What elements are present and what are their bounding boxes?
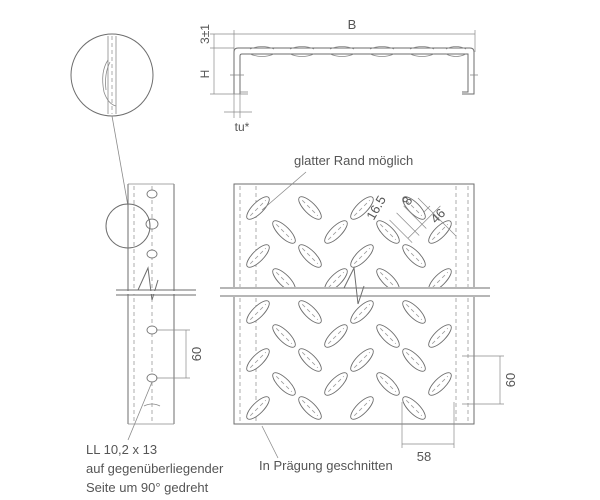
- emboss-stud-centerline: [327, 375, 345, 393]
- emboss-stud-centerline: [327, 271, 345, 289]
- hole-note-line-2: auf gegenüberliegender: [86, 461, 224, 476]
- plate-plan-view: glatter Rand möglich 16.5 8 46 60 58 In …: [220, 153, 518, 473]
- plate-vertical-pitch-label: 60: [503, 373, 518, 387]
- emboss-stud-centerline: [275, 375, 293, 393]
- emboss-stud-centerline: [249, 247, 267, 265]
- emboss-stud-centerline: [353, 303, 371, 321]
- emboss-stud-centerline: [353, 351, 371, 369]
- emboss-stud-centerline: [301, 247, 319, 265]
- emboss-stud-centerline: [405, 351, 423, 369]
- emboss-stud-centerline: [405, 303, 423, 321]
- hole-note: LL 10,2 x 13 auf gegenüberliegender Seit…: [86, 442, 224, 495]
- emboss-stud-centerline: [379, 223, 397, 241]
- side-pitch-label: 60: [189, 347, 204, 361]
- emboss-stud-centerline: [431, 223, 449, 241]
- stud-dimension-group: [389, 205, 441, 243]
- emboss-stud-centerline: [431, 327, 449, 345]
- emboss-stud-centerline: [379, 271, 397, 289]
- profile-cross-section: B 3±1 H tu*: [198, 17, 478, 134]
- tolerance-label: 3±1: [198, 24, 212, 44]
- emboss-stud-centerline: [301, 303, 319, 321]
- emboss-stud-centerline: [301, 399, 319, 417]
- stud-pattern: [246, 196, 452, 420]
- emboss-stud-centerline: [327, 327, 345, 345]
- emboss-stud-centerline: [379, 327, 397, 345]
- emboss-stud-centerline: [249, 199, 267, 217]
- emboss-stud-centerline: [431, 271, 449, 289]
- emboss-stud-centerline: [249, 303, 267, 321]
- emboss-stud-centerline: [275, 223, 293, 241]
- emboss-stud-centerline: [353, 247, 371, 265]
- emboss-stud-centerline: [353, 199, 371, 217]
- side-view: 60: [105, 183, 204, 441]
- emboss-stud-centerline: [353, 399, 371, 417]
- emboss-stud-centerline: [249, 351, 267, 369]
- cut-note-label: In Prägung geschnitten: [259, 458, 393, 473]
- emboss-stud-centerline: [327, 223, 345, 241]
- hole-note-line-3: Seite um 90° gedreht: [86, 480, 209, 495]
- emboss-stud-centerline: [405, 247, 423, 265]
- emboss-stud-centerline: [431, 375, 449, 393]
- emboss-stud-centerline: [405, 199, 423, 217]
- emboss-stud-centerline: [301, 351, 319, 369]
- emboss-stud-centerline: [379, 375, 397, 393]
- height-label: H: [198, 70, 212, 79]
- emboss-stud-centerline: [405, 399, 423, 417]
- emboss-stud-centerline: [301, 199, 319, 217]
- emboss-stud-centerline: [249, 399, 267, 417]
- detail-circle: [70, 33, 154, 207]
- smooth-edge-label: glatter Rand möglich: [294, 153, 413, 168]
- plate-horizontal-pitch-label: 58: [417, 449, 431, 464]
- emboss-stud-centerline: [275, 327, 293, 345]
- stud-spacing-b-label: 8: [399, 194, 416, 208]
- emboss-stud-centerline: [275, 271, 293, 289]
- width-label: B: [348, 17, 357, 32]
- hole-note-line-1: LL 10,2 x 13: [86, 442, 157, 457]
- thickness-label: tu*: [235, 120, 250, 134]
